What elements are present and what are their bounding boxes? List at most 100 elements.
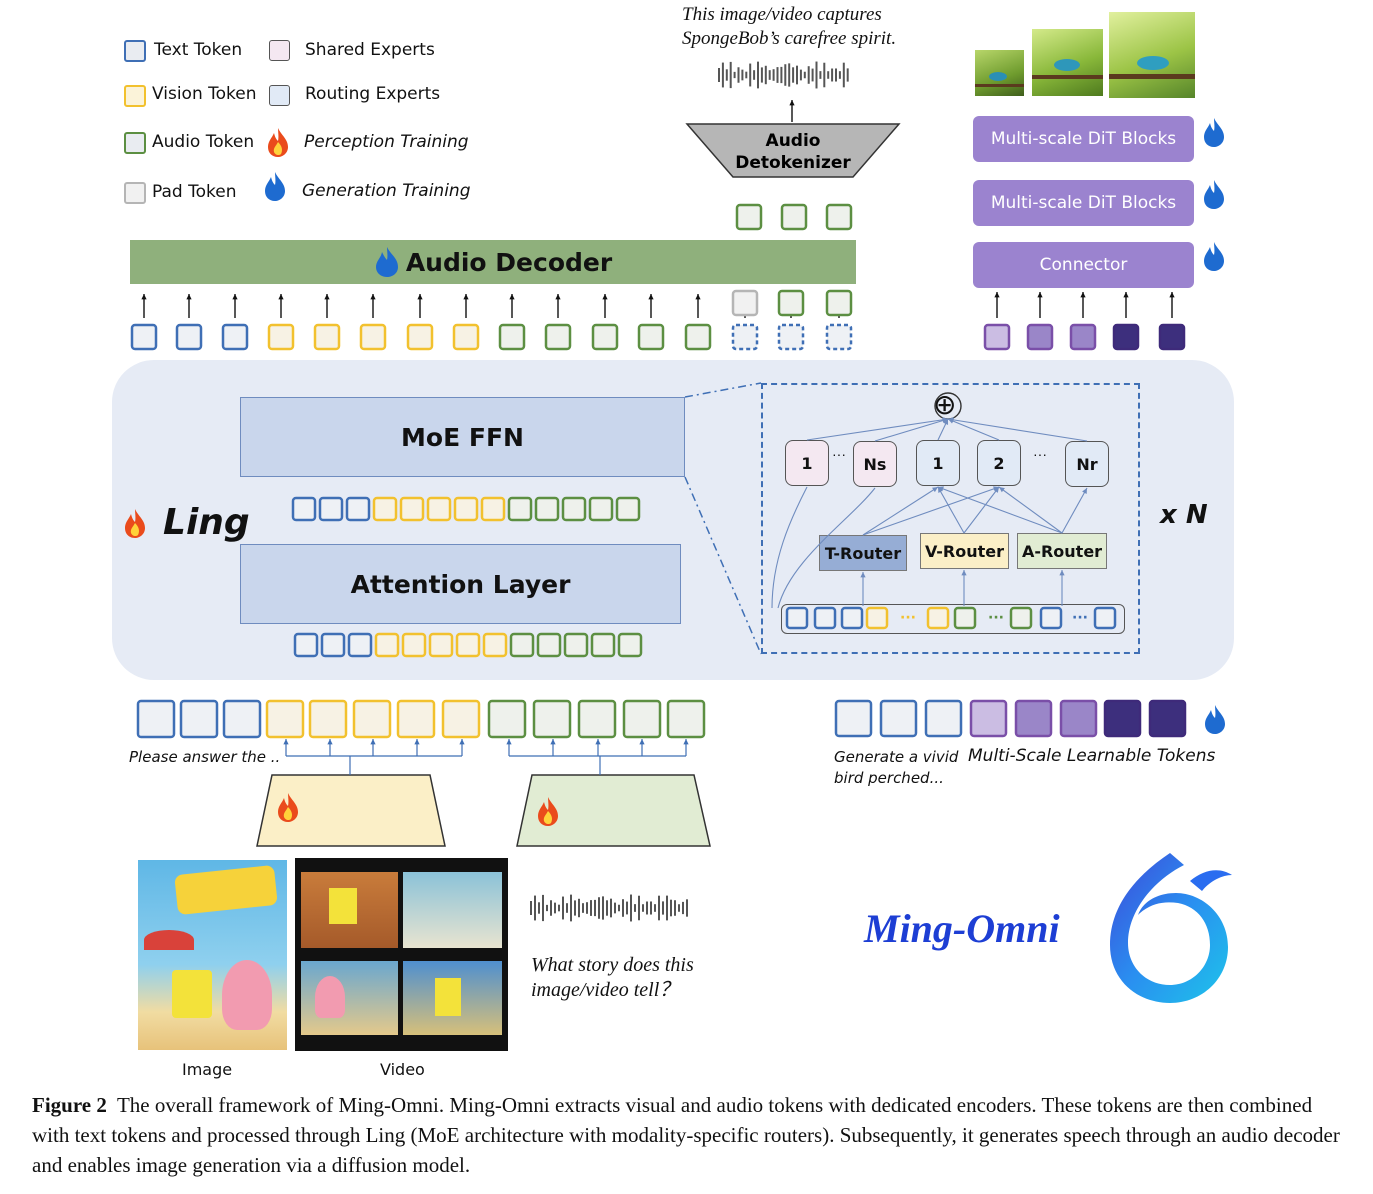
caption-label: Figure 2: [32, 1093, 107, 1117]
shared-expert-1: 1: [785, 440, 829, 486]
decoder-output-arrow-head: [186, 294, 192, 300]
dit-block-1: Multi-scale DiT Blocks: [973, 116, 1194, 162]
routing-expert-nr: Nr: [1065, 441, 1109, 487]
vision-encoder-arrow-head: [370, 739, 376, 745]
legend-pad-token-label: Pad Token: [152, 182, 237, 202]
legend-vision-token-swatch: [124, 85, 146, 107]
input-token: [441, 699, 481, 739]
ming-omni-title: Ming-Omni: [864, 906, 1060, 951]
audio-decoder-label: Audio Decoder: [405, 247, 613, 277]
input-token: [179, 699, 219, 739]
audio-encoder-flame-icon: [538, 797, 558, 826]
ling-output-token: [175, 323, 203, 351]
shared-experts-ellipsis: ···: [832, 446, 846, 462]
legend-text-token-swatch: [124, 40, 146, 62]
detokenizer-to-audio-arrow-head: [789, 100, 795, 106]
generation-input-token: [924, 699, 963, 738]
decoder-output-arrow-head: [278, 294, 284, 300]
ling-output-token: [498, 323, 526, 351]
generation-input-token: [1148, 699, 1187, 738]
connector-input-arrow-head: [994, 292, 1000, 298]
detokenizer-input-audio-token: [825, 203, 853, 231]
input-token: [487, 699, 527, 739]
input-token: [666, 699, 706, 739]
generated-bird-image-medium: [1032, 29, 1103, 96]
routing-experts-ellipsis: ···: [1033, 446, 1047, 462]
legend-perception-training-label: Perception Training: [304, 132, 469, 152]
ling-output-dashed-token: [731, 323, 759, 351]
vision-encoder-arrow-head: [459, 739, 465, 745]
connector-learnable-token: [1069, 323, 1097, 351]
perception-flame-icon-core: [273, 142, 282, 156]
audio-output-caption-line2: SpongeBob’s carefree spirit.: [682, 28, 897, 49]
generation-input-token: [1059, 699, 1098, 738]
decoder-output-arrow-head: [742, 294, 748, 300]
connector-block: Connector: [973, 242, 1194, 288]
legend-routing-experts-swatch: [269, 85, 290, 106]
ling-output-token: [637, 323, 665, 351]
a-router: A-Router: [1017, 533, 1107, 569]
connector-learnable-token: [1026, 323, 1054, 351]
audio-question-line2: image/video tell？: [531, 979, 680, 1001]
connector-learnable-token: [1112, 323, 1140, 351]
audio-encoder-label-line2: Encoder: [568, 817, 658, 842]
input-token: [622, 699, 662, 739]
input-token: [532, 699, 572, 739]
vision-encoder-flame-icon-core: [283, 807, 292, 821]
vision-encoder-arrow-head: [283, 739, 289, 745]
input-token: [577, 699, 617, 739]
audio-encoder-arrow-head: [683, 739, 689, 745]
legend-routing-experts-label: Routing Experts: [305, 84, 441, 104]
video-filmstrip: [295, 858, 508, 1051]
generation-input-token: [834, 699, 873, 738]
input-token: [222, 699, 262, 739]
audio-encoder-label-line1: Audio: [581, 786, 645, 811]
input-token: [136, 699, 176, 739]
audio-encoder-arrow-head: [639, 739, 645, 745]
ling-output-token: [359, 323, 387, 351]
decoder-output-arrow-head: [463, 294, 469, 300]
t-router: T-Router: [819, 535, 907, 571]
legend-shared-experts-swatch: [269, 40, 290, 61]
connector-generation-flame-icon: [1204, 242, 1224, 271]
decoder-output-arrow-head: [324, 294, 330, 300]
audio-output-caption-line1: This image/video captures: [682, 4, 882, 25]
decoder-output-arrow-head: [788, 294, 794, 300]
detokenizer-input-audio-token: [780, 203, 808, 231]
decoder-output-arrow-head: [141, 294, 147, 300]
legend-audio-token-swatch: [124, 132, 146, 154]
generation-input-token: [879, 699, 918, 738]
generation-flame-icon: [265, 172, 285, 201]
generation-tokens-flame-icon: [1205, 705, 1225, 734]
decoder-audio-output-token: [825, 289, 853, 317]
ling-output-dashed-token: [825, 323, 853, 351]
decoder-output-arrow-head: [232, 294, 238, 300]
generation-input-token: [1014, 699, 1053, 738]
ling-output-token: [406, 323, 434, 351]
audio-detokenizer-label-line1: Audio: [766, 131, 821, 151]
connector-input-arrow-head: [1123, 292, 1129, 298]
detokenizer-input-audio-token: [735, 203, 763, 231]
vision-encoder-arrow-head: [414, 739, 420, 745]
v-router: V-Router: [920, 533, 1009, 569]
audio-question-line1: What story does this: [531, 954, 694, 976]
input-token: [308, 699, 348, 739]
audio-encoder-arrow-head: [550, 739, 556, 745]
video-label: Video: [380, 1060, 425, 1079]
generation-prompt-line2: bird perched...: [834, 769, 944, 787]
ling-output-token: [313, 323, 341, 351]
image-label: Image: [182, 1060, 233, 1079]
learnable-tokens-label: Multi-Scale Learnable Tokens: [968, 746, 1216, 766]
legend-audio-token-label: Audio Token: [152, 132, 255, 152]
audio-detokenizer-label-line2: Detokenizer: [735, 153, 851, 173]
routing-expert-1: 1: [916, 440, 960, 486]
vision-encoder-label-line2: Encoder: [305, 817, 395, 842]
connector-input-arrow-head: [1037, 292, 1043, 298]
decoder-output-arrow-head: [836, 294, 842, 300]
input-token: [396, 699, 436, 739]
ling-output-token: [591, 323, 619, 351]
attention-layer-block: Attention Layer: [240, 544, 681, 624]
generation-input-token: [969, 699, 1008, 738]
vision-encoder-arrow-head: [327, 739, 333, 745]
dit1-generation-flame-icon: [1204, 118, 1224, 147]
